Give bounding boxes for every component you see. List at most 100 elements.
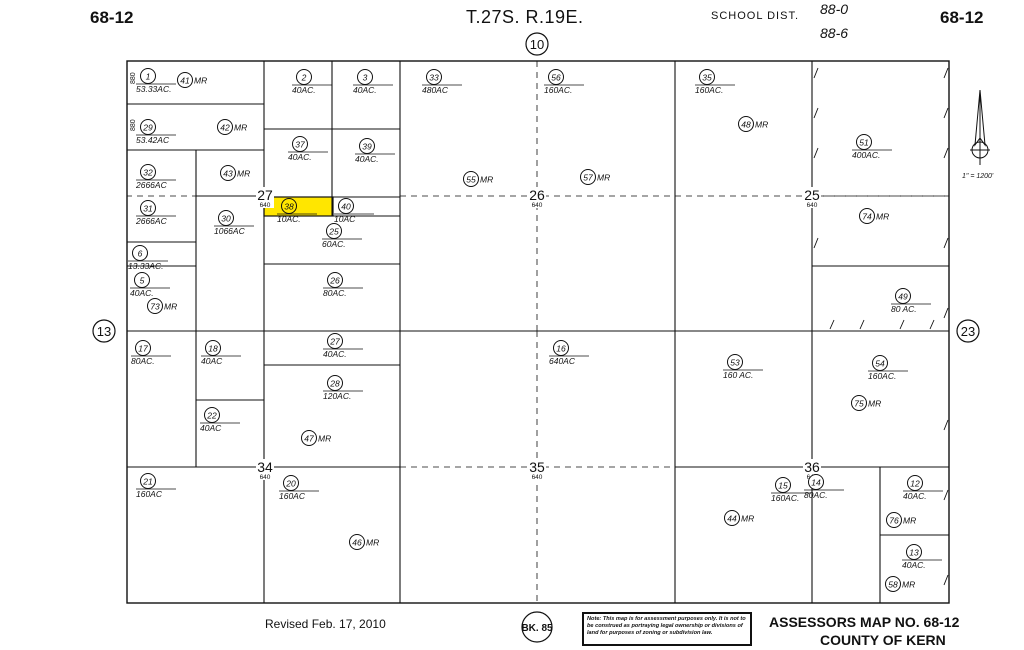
parcel-number: 41 <box>180 75 190 85</box>
parcel-number: 20 <box>285 478 296 488</box>
parcel-acreage: 1066AC <box>214 226 246 236</box>
parcel-acreage: MR <box>366 538 379 548</box>
parcel-acreage: 400AC. <box>852 150 880 160</box>
parcel-number-circle <box>359 138 375 154</box>
parcel-number: 42 <box>220 122 230 132</box>
parcel-acreage: 53.42AC <box>136 135 170 145</box>
parcel-number: 21 <box>142 476 153 486</box>
adjacent-map-number: 23 <box>961 324 975 339</box>
parcel-number-circle <box>907 475 923 491</box>
adjacent-map-top[interactable]: 10 <box>525 32 549 56</box>
parcel-number: 14 <box>811 477 821 487</box>
parcel-number: 40 <box>341 201 351 211</box>
parcel-number-circle <box>349 534 365 550</box>
parcel-number-circle <box>808 474 824 490</box>
parcel-number: 55 <box>466 174 476 184</box>
parcel-1[interactable]: 153.33AC. <box>136 68 176 95</box>
parcel-number-circle <box>301 430 317 446</box>
adjacent-map-right[interactable]: 23 <box>956 319 980 343</box>
parcel-number: 26 <box>329 275 340 285</box>
adjacent-map-number: 10 <box>530 37 544 52</box>
parcel-number: 38 <box>284 201 294 211</box>
parcel-number-circle <box>283 475 299 491</box>
parcel-6[interactable]: 613.33AC. <box>128 245 168 272</box>
parcel-acreage: 160AC <box>136 489 163 499</box>
parcel-acreage: 60AC. <box>322 239 346 249</box>
parcel-number-circle <box>140 473 156 489</box>
parcel-acreage: 160 AC. <box>723 370 753 380</box>
parcel-number-circle <box>140 119 156 135</box>
parcel-number: 76 <box>889 515 899 525</box>
parcel-number: 39 <box>362 141 372 151</box>
adjacent-map-number: 13 <box>97 324 111 339</box>
parcel-acreage: 40AC <box>201 356 223 366</box>
parcel-number: 15 <box>778 480 788 490</box>
parcel-number-circle <box>140 68 156 84</box>
parcel-acreage: MR <box>597 173 610 183</box>
parcel-acreage: 40AC. <box>292 85 316 95</box>
parcel-acreage: 40AC. <box>353 85 377 95</box>
parcel-number: 6 <box>138 248 143 258</box>
book-ref[interactable]: BK. 85 <box>521 611 553 643</box>
parcel-number-circle <box>775 477 791 493</box>
map-boundary <box>126 60 950 604</box>
parcel-number-circle <box>327 272 343 288</box>
adjacent-map-left[interactable]: 13 <box>92 319 116 343</box>
parcel-number-circle <box>338 198 354 214</box>
parcel-acreage: MR <box>237 169 250 179</box>
parcel-21[interactable]: 21 160AC <box>136 473 176 500</box>
parcel-acreage: MR <box>755 120 768 130</box>
parcel-acreage: 640AC <box>549 356 576 366</box>
parcel-number: 44 <box>727 513 737 523</box>
book-ref-label: BK. 85 <box>521 623 553 634</box>
parcel-number-circle <box>859 208 875 224</box>
